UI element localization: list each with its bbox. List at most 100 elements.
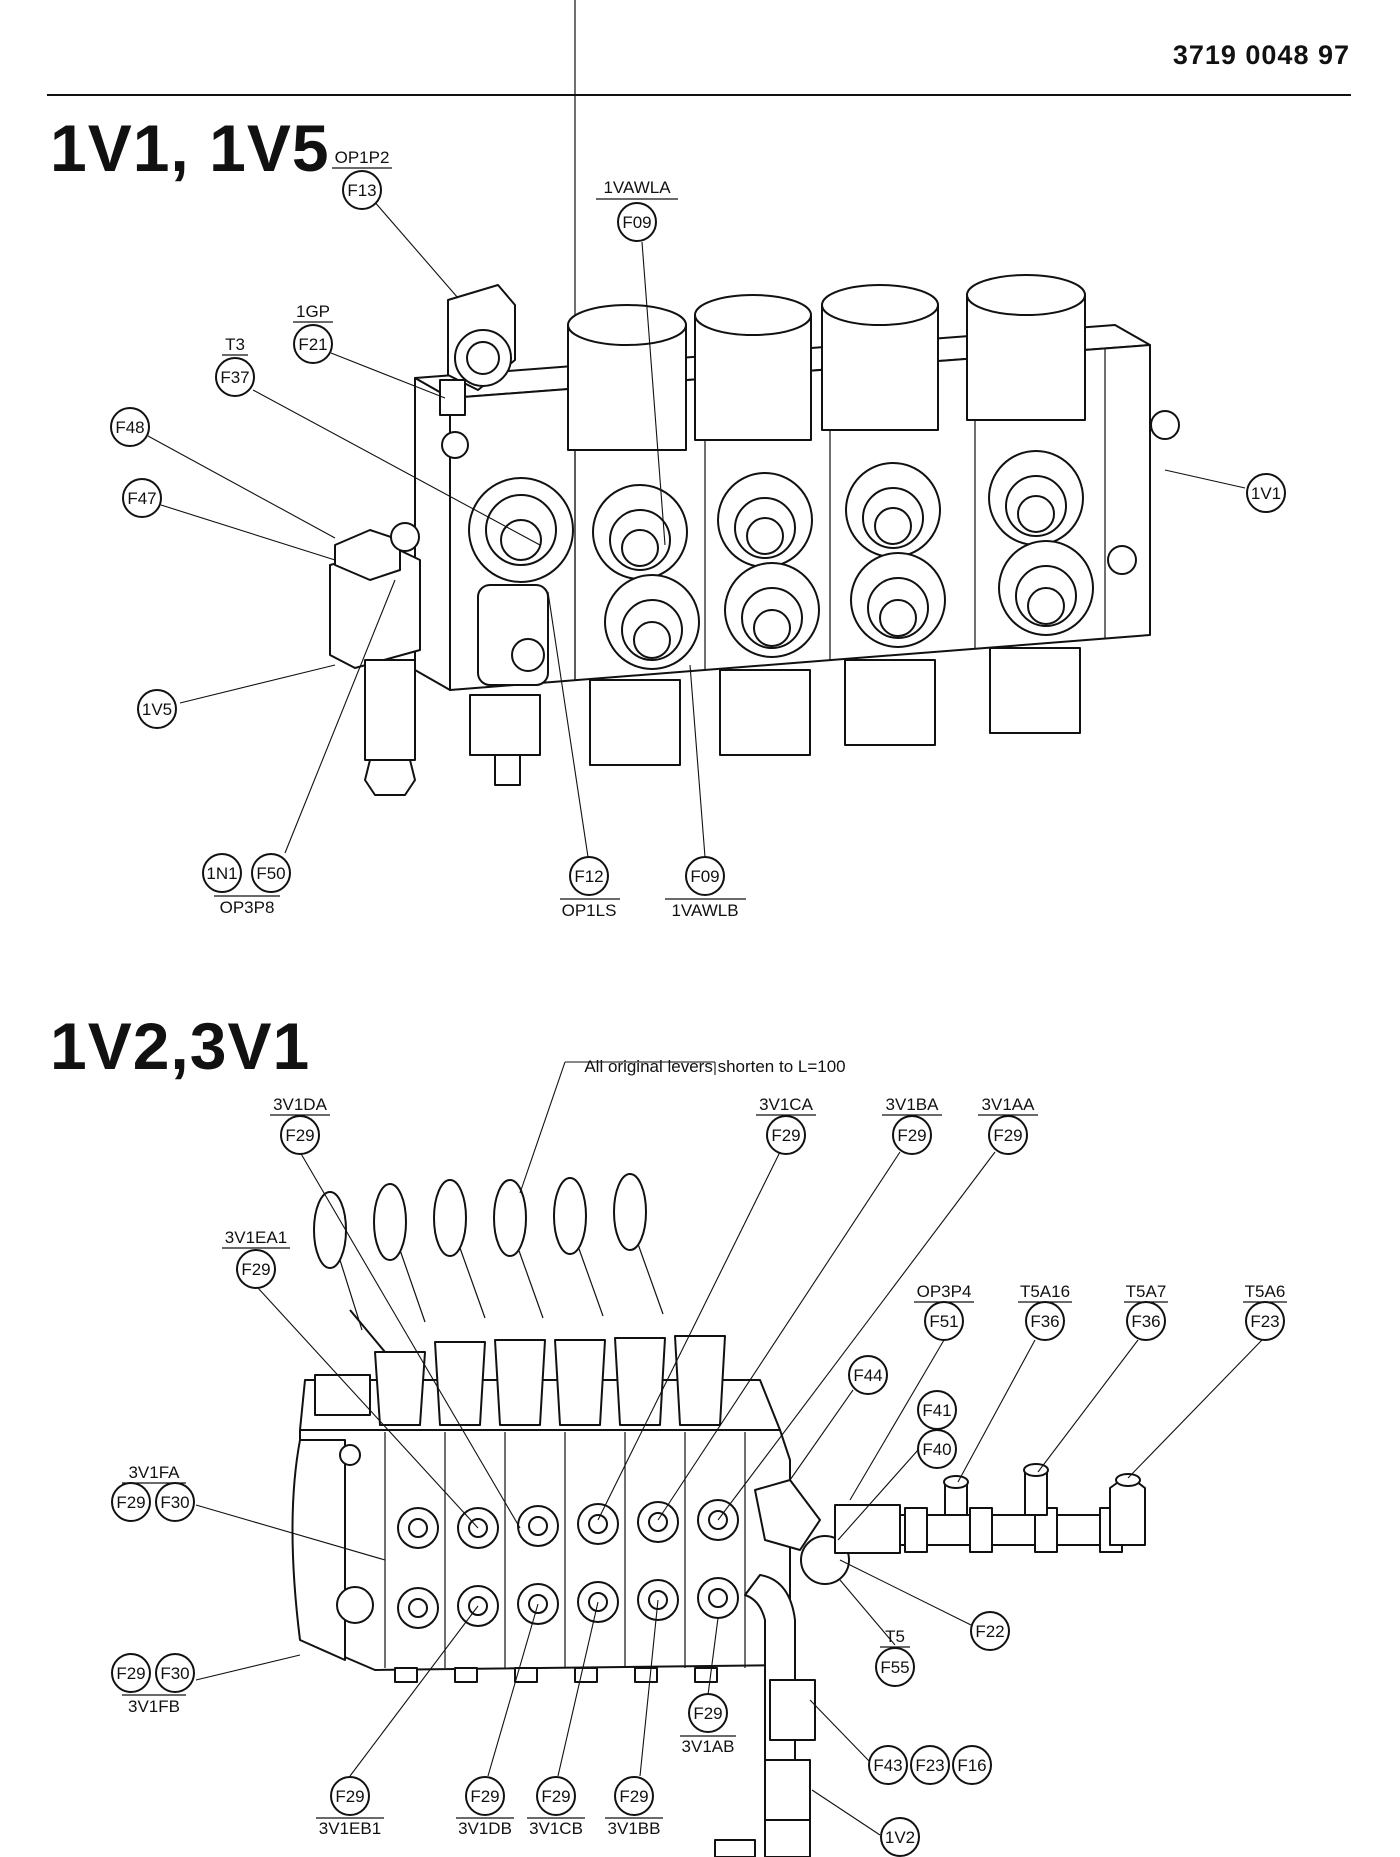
svg-text:F51: F51: [929, 1312, 958, 1331]
svg-text:OP3P8: OP3P8: [220, 898, 275, 917]
svg-text:3V1DA: 3V1DA: [273, 1095, 328, 1114]
svg-text:3V1EA1: 3V1EA1: [225, 1228, 287, 1247]
svg-text:3V1AA: 3V1AA: [982, 1095, 1036, 1114]
callout-1v2: 1V2: [880, 1817, 920, 1857]
svg-text:F22: F22: [975, 1622, 1004, 1641]
callout-f21-1gp: 1GP F21: [293, 302, 333, 364]
callout-f41: F41: [917, 1390, 957, 1430]
svg-text:T5A6: T5A6: [1245, 1282, 1286, 1301]
callout-f48: F48: [110, 407, 150, 447]
svg-text:F37: F37: [220, 368, 249, 387]
header-rule: [47, 94, 1351, 96]
section-title-1v2-3v1: 1V2,3V1: [50, 1009, 311, 1083]
callout-f36-t5a7: T5A7 F36: [1124, 1282, 1168, 1341]
valve-block-drawing-icon: [329, 0, 1180, 796]
svg-text:T5A16: T5A16: [1020, 1282, 1070, 1301]
document-number: 3719 0048 97: [1172, 40, 1350, 70]
svg-text:F50: F50: [256, 864, 285, 883]
callout-f29-3v1cb: F29 3V1CB: [527, 1776, 585, 1838]
svg-text:F29: F29: [335, 1787, 364, 1806]
svg-text:F43: F43: [873, 1756, 902, 1775]
svg-text:OP3P4: OP3P4: [917, 1282, 972, 1301]
svg-text:F55: F55: [880, 1658, 909, 1677]
svg-text:3V1DB: 3V1DB: [458, 1819, 512, 1838]
svg-text:F23: F23: [915, 1756, 944, 1775]
svg-text:All original levers shorten to: All original levers shorten to L=100: [584, 1057, 845, 1076]
svg-text:3V1CA: 3V1CA: [759, 1095, 814, 1114]
svg-text:1V2: 1V2: [885, 1828, 915, 1847]
svg-text:F40: F40: [922, 1440, 951, 1459]
svg-text:F36: F36: [1131, 1312, 1160, 1331]
callout-f29-3v1ba: 3V1BA F29: [882, 1095, 942, 1155]
svg-text:3V1FA: 3V1FA: [128, 1463, 180, 1482]
svg-text:F29: F29: [470, 1787, 499, 1806]
svg-text:F36: F36: [1030, 1312, 1059, 1331]
svg-text:F29: F29: [116, 1493, 145, 1512]
svg-text:1VAWLA: 1VAWLA: [603, 178, 671, 197]
callout-f29-3v1eb1: F29 3V1EB1: [316, 1776, 384, 1838]
callout-f29-f30-3v1fa: 3V1FA F29 F30: [111, 1463, 195, 1522]
svg-text:1V5: 1V5: [142, 700, 172, 719]
svg-text:F30: F30: [160, 1493, 189, 1512]
svg-text:F13: F13: [347, 181, 376, 200]
svg-text:3V1FB: 3V1FB: [128, 1697, 180, 1716]
callout-f43-f23-f16: F43 F23 F16: [868, 1745, 992, 1785]
svg-text:F29: F29: [897, 1126, 926, 1145]
svg-text:OP1P2: OP1P2: [335, 148, 390, 167]
callout-1n1-f50-op3p8: 1N1 F50 OP3P8: [202, 853, 291, 917]
callout-f29-3v1ca: 3V1CA F29: [756, 1095, 816, 1155]
svg-text:3V1CB: 3V1CB: [529, 1819, 583, 1838]
svg-text:3V1EB1: 3V1EB1: [319, 1819, 381, 1838]
callout-f13-op1p2: OP1P2 F13: [332, 148, 392, 210]
callout-f23-t5a6: T5A6 F23: [1243, 1282, 1287, 1341]
callout-f29-3v1bb: F29 3V1BB: [605, 1776, 663, 1838]
svg-text:T5: T5: [885, 1627, 905, 1646]
svg-text:F23: F23: [1250, 1312, 1279, 1331]
svg-text:T3: T3: [225, 335, 245, 354]
svg-text:1GP: 1GP: [296, 302, 330, 321]
callout-f44: F44: [848, 1355, 888, 1395]
callout-f36-t5a16: T5A16 F36: [1018, 1282, 1072, 1341]
leader-lines-drawing-2: [195, 1061, 1263, 1836]
callout-f29-3v1aa: 3V1AA F29: [978, 1095, 1038, 1155]
callout-f51-op3p4: OP3P4 F51: [914, 1282, 974, 1341]
svg-text:F12: F12: [574, 867, 603, 886]
svg-text:F29: F29: [693, 1704, 722, 1723]
callout-f37-t3: T3 F37: [215, 335, 255, 397]
callout-1v5: 1V5: [137, 689, 177, 729]
svg-text:F29: F29: [285, 1126, 314, 1145]
callout-f29-3v1ab: F29 3V1AB: [680, 1693, 736, 1756]
svg-text:F44: F44: [853, 1366, 882, 1385]
callout-f47: F47: [122, 478, 162, 518]
svg-text:OP1LS: OP1LS: [562, 901, 617, 920]
callout-f29-3v1da: 3V1DA F29: [270, 1095, 330, 1155]
callout-f40: F40: [917, 1429, 957, 1469]
svg-text:F09: F09: [690, 867, 719, 886]
svg-text:F48: F48: [115, 418, 144, 437]
callout-1v1: 1V1: [1246, 473, 1286, 513]
svg-text:F29: F29: [241, 1260, 270, 1279]
leader-lines-drawing-1: [147, 199, 1246, 858]
svg-text:F30: F30: [160, 1664, 189, 1683]
note-lever-length: All original levers shorten to L=100: [584, 1057, 845, 1076]
svg-text:F29: F29: [541, 1787, 570, 1806]
svg-text:F29: F29: [771, 1126, 800, 1145]
svg-text:F41: F41: [922, 1401, 951, 1420]
section-title-1v1-1v5: 1V1, 1V5: [50, 111, 330, 185]
svg-text:1V1: 1V1: [1251, 484, 1281, 503]
callout-f22: F22: [970, 1611, 1010, 1651]
svg-text:1VAWLB: 1VAWLB: [671, 901, 738, 920]
svg-text:F29: F29: [993, 1126, 1022, 1145]
callout-f55-t5: T5 F55: [875, 1627, 915, 1687]
callout-f29-f30-3v1fb: F29 F30 3V1FB: [111, 1653, 195, 1716]
callout-f09-1vawla: 1VAWLA F09: [596, 178, 678, 242]
svg-text:F21: F21: [298, 335, 327, 354]
lever-valve-drawing-icon: [291, 1173, 1146, 1857]
svg-text:F16: F16: [957, 1756, 986, 1775]
svg-text:3V1BB: 3V1BB: [608, 1819, 661, 1838]
svg-text:3V1AB: 3V1AB: [682, 1737, 735, 1756]
callout-f29-3v1ea1: 3V1EA1 F29: [222, 1228, 290, 1289]
callout-f09-1vawlb: F09 1VAWLB: [665, 856, 746, 920]
svg-text:T5A7: T5A7: [1126, 1282, 1167, 1301]
